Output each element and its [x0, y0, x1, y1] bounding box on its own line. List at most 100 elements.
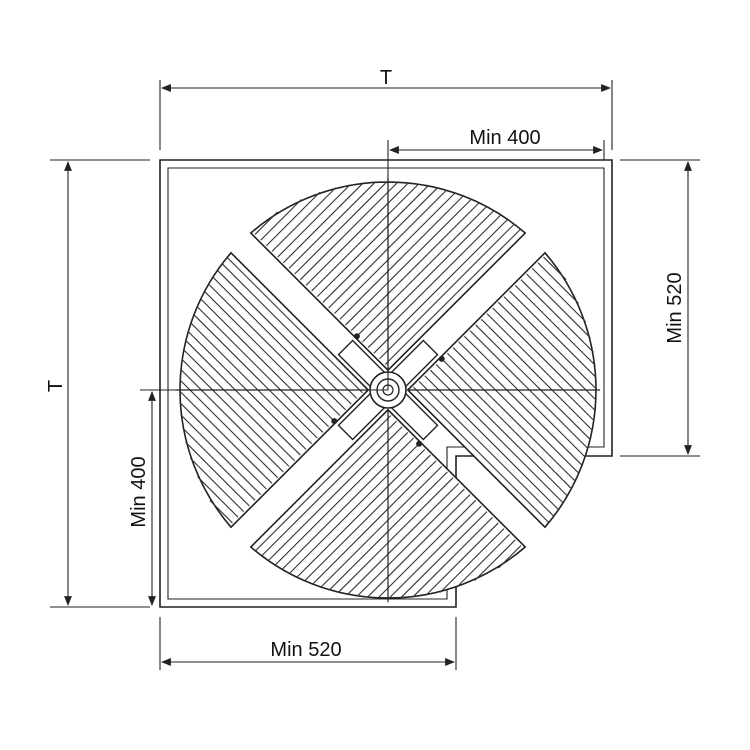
- dimension-top-min: Min 400: [389, 127, 605, 160]
- tray-slat: [486, 313, 595, 422]
- tray-slat: [296, 449, 426, 578]
- tray-slat: [474, 539, 516, 581]
- tray-slat: [288, 181, 377, 269]
- tray-slat: [277, 184, 351, 258]
- dimension-bottom-min: Min 520: [159, 617, 457, 670]
- tray-slat: [281, 437, 414, 570]
- tray-slat: [227, 257, 363, 394]
- tray-slat: [388, 505, 482, 599]
- tray-divider: [387, 409, 389, 603]
- tray-slat: [350, 202, 480, 331]
- tray-slat: [480, 318, 593, 431]
- tray-slat: [185, 340, 301, 456]
- tray-slat: [345, 198, 472, 326]
- tray-slat: [271, 187, 337, 252]
- tray-slat: [333, 192, 456, 315]
- tray-slat: [362, 210, 495, 343]
- tray-slat: [180, 368, 284, 473]
- tray-slat: [384, 229, 521, 365]
- tray-fixing-dot: [438, 355, 445, 362]
- tray-fixing-dot: [331, 418, 338, 425]
- dimension-left-height: T: [45, 159, 150, 608]
- tray-slat: [179, 390, 273, 484]
- tray-slat-group: [175, 257, 369, 524]
- tray-slat: [294, 181, 388, 275]
- dimension-right-min: Min 520: [620, 159, 700, 457]
- tray-slat: [373, 219, 508, 354]
- tray-slat: [208, 283, 341, 416]
- tray-slat: [543, 256, 567, 280]
- tray-slat: [520, 279, 594, 353]
- tray-slat-group: [254, 177, 521, 371]
- label-top-width: T: [380, 67, 392, 89]
- dimension-left-min: Min 400: [128, 391, 156, 606]
- tray-slat: [204, 291, 335, 422]
- tray-slat: [222, 263, 358, 399]
- tray-slat: [338, 477, 454, 593]
- dimension-top-width: T: [159, 67, 613, 150]
- tray-slat: [425, 522, 499, 596]
- tray-slat: [497, 301, 597, 401]
- tray-slat: [304, 454, 431, 582]
- tray-slat: [424, 375, 559, 510]
- tray-slat: [282, 182, 364, 264]
- tray-slat: [196, 306, 324, 433]
- tray-slat: [182, 427, 256, 501]
- tray-slat: [498, 545, 522, 569]
- tray-slat: [339, 195, 464, 320]
- tray-slat: [180, 414, 262, 496]
- tray-slat: [268, 426, 403, 561]
- tray-slat: [537, 262, 579, 304]
- cabinet-outline: [159, 159, 613, 608]
- tray-slat: [447, 352, 576, 482]
- tray-slat: [452, 347, 580, 474]
- tray-slat: [183, 349, 296, 462]
- tray-slat: [514, 284, 596, 366]
- tray-slat: [430, 369, 564, 504]
- tray-slat: [412, 516, 494, 598]
- tray-slat: [441, 358, 572, 489]
- tray-slat: [197, 476, 239, 518]
- tray-slat: [418, 381, 554, 517]
- tray-slat: [475, 324, 591, 440]
- tray-slat: [316, 185, 429, 298]
- tray-slat-group: [407, 256, 601, 523]
- tray-slat: [193, 314, 318, 439]
- tray-slat: [209, 500, 233, 524]
- tray-slat: [311, 183, 420, 292]
- tray-slat: [320, 465, 443, 588]
- tray-fixing-dot: [416, 440, 423, 447]
- tray-slat: [181, 358, 290, 467]
- tray-slats: [175, 177, 601, 603]
- tray-slat-group: [255, 409, 522, 603]
- tray-slat: [458, 341, 583, 466]
- tray-slat: [254, 211, 278, 235]
- tray-slat: [299, 181, 399, 281]
- tray-slat: [305, 182, 410, 286]
- tray-slat: [377, 499, 477, 599]
- label-bottom-min: Min 520: [270, 639, 341, 661]
- tray-slat: [322, 187, 438, 303]
- tray-slat: [366, 494, 471, 598]
- tray-slat: [379, 224, 515, 360]
- label-right-min: Min 520: [664, 272, 686, 343]
- tray-slat: [179, 401, 267, 490]
- tray-slat: [455, 533, 511, 589]
- tray-slat: [217, 270, 352, 405]
- tray-slat: [435, 364, 568, 497]
- tray-slat: [289, 443, 420, 574]
- tray-slat: [503, 296, 597, 390]
- center-reference-lines: [140, 140, 389, 391]
- tray-slat: [492, 307, 596, 412]
- tray-slat: [526, 273, 591, 339]
- tray-slat: [255, 415, 392, 551]
- tray-slat: [356, 488, 465, 597]
- tray-slat: [356, 206, 487, 337]
- tray-slat: [274, 432, 409, 566]
- tray-slat: [531, 267, 587, 323]
- tray-slat: [185, 441, 250, 507]
- tray-slat: [312, 460, 437, 585]
- tray-slat: [399, 511, 488, 599]
- tray-slat: [261, 420, 397, 556]
